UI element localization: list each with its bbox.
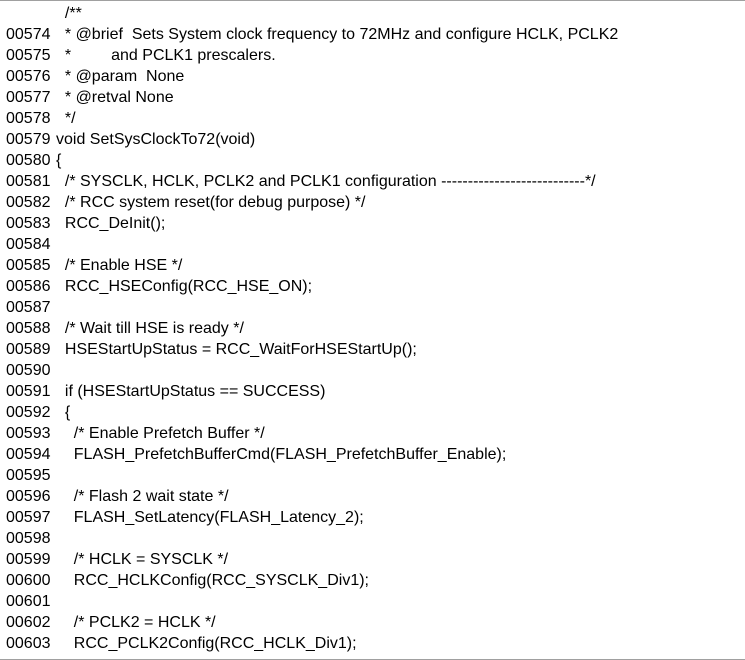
code-text: /* Flash 2 wait state */: [56, 488, 229, 505]
line-number: 00584: [6, 236, 51, 253]
code-line: 00602 /* PCLK2 = HCLK */: [0, 612, 745, 633]
code-line: 00597 FLASH_SetLatency(FLASH_Latency_2);: [0, 507, 745, 528]
code-line: /**: [0, 3, 745, 24]
code-line: 00584: [0, 234, 745, 255]
code-text: * @retval None: [56, 89, 174, 106]
line-number: 00595: [6, 467, 51, 484]
code-text: */: [56, 110, 76, 127]
code-line: 00585 /* Enable HSE */: [0, 255, 745, 276]
line-number: 00585: [6, 257, 51, 274]
line-number: 00587: [6, 299, 51, 316]
code-line: 00596 /* Flash 2 wait state */: [0, 486, 745, 507]
code-line: 00592 {: [0, 402, 745, 423]
line-number: 00582: [6, 194, 51, 211]
code-text: [56, 234, 745, 255]
code-text: {: [56, 404, 71, 421]
code-text: /* SYSCLK, HCLK, PCLK2 and PCLK1 configu…: [56, 173, 596, 190]
code-text: RCC_HSEConfig(RCC_HSE_ON);: [56, 278, 313, 295]
code-line: 00582 /* RCC system reset(for debug purp…: [0, 192, 745, 213]
line-number: 00586: [6, 278, 51, 295]
line-number: 00588: [6, 320, 51, 337]
code-text: [56, 591, 745, 612]
code-line: 00595: [0, 465, 745, 486]
code-text: if (HSEStartUpStatus == SUCCESS): [56, 383, 326, 400]
code-line: 00588 /* Wait till HSE is ready */: [0, 318, 745, 339]
code-line: 00575 * and PCLK1 prescalers.: [0, 45, 745, 66]
code-line: 00600 RCC_HCLKConfig(RCC_SYSCLK_Div1);: [0, 570, 745, 591]
code-text: [56, 360, 745, 381]
code-text: * and PCLK1 prescalers.: [56, 47, 276, 64]
line-number: 00580: [6, 152, 51, 169]
line-number: 00576: [6, 68, 51, 85]
line-number: 00574: [6, 26, 51, 43]
code-line: 00598: [0, 528, 745, 549]
code-lines: /** 00574 * @brief Sets System clock freq…: [0, 3, 745, 654]
line-number: 00578: [6, 110, 51, 127]
code-text: {: [56, 152, 62, 169]
code-line: 00593 /* Enable Prefetch Buffer */: [0, 423, 745, 444]
code-text: /* Wait till HSE is ready */: [56, 320, 244, 337]
code-line: 00599 /* HCLK = SYSCLK */: [0, 549, 745, 570]
code-text: FLASH_PrefetchBufferCmd(FLASH_PrefetchBu…: [56, 446, 507, 463]
line-number: 00598: [6, 530, 51, 547]
code-text: [56, 297, 745, 318]
code-line: 00589 HSEStartUpStatus = RCC_WaitForHSES…: [0, 339, 745, 360]
code-text: * @brief Sets System clock frequency to …: [56, 26, 619, 43]
line-number: 00600: [6, 572, 51, 589]
line-number: [0, 3, 56, 24]
code-text: [56, 465, 745, 486]
code-line: 00587: [0, 297, 745, 318]
code-text: /* PCLK2 = HCLK */: [56, 614, 216, 631]
line-number: 00601: [6, 593, 51, 610]
line-number: 00577: [6, 89, 51, 106]
code-text: /* RCC system reset(for debug purpose) *…: [56, 194, 366, 211]
code-text: RCC_PCLK2Config(RCC_HCLK_Div1);: [56, 635, 357, 652]
code-text: /* Enable Prefetch Buffer */: [56, 425, 265, 442]
line-number: 00596: [6, 488, 51, 505]
code-text: /* Enable HSE */: [56, 257, 183, 274]
code-line: 00590: [0, 360, 745, 381]
line-number: 00593: [6, 425, 51, 442]
line-number: 00594: [6, 446, 51, 463]
code-line: 00578 */: [0, 108, 745, 129]
code-line: 00586 RCC_HSEConfig(RCC_HSE_ON);: [0, 276, 745, 297]
line-number: 00590: [6, 362, 51, 379]
code-line: 00583 RCC_DeInit();: [0, 213, 745, 234]
line-number: 00591: [6, 383, 51, 400]
code-line: 00603 RCC_PCLK2Config(RCC_HCLK_Div1);: [0, 633, 745, 654]
line-number: 00579: [6, 131, 51, 148]
code-text: /**: [56, 5, 82, 22]
code-line: 00574 * @brief Sets System clock frequen…: [0, 24, 745, 45]
code-text: void SetSysClockTo72(void): [56, 131, 256, 148]
line-number: 00592: [6, 404, 51, 421]
line-number: 00589: [6, 341, 51, 358]
line-number: 00581: [6, 173, 51, 190]
code-text: RCC_DeInit();: [56, 215, 166, 232]
line-number: 00575: [6, 47, 51, 64]
code-line: 00591 if (HSEStartUpStatus == SUCCESS): [0, 381, 745, 402]
code-line: 00601: [0, 591, 745, 612]
code-text: * @param None: [56, 68, 185, 85]
code-line: 00594 FLASH_PrefetchBufferCmd(FLASH_Pref…: [0, 444, 745, 465]
code-line: 00576 * @param None: [0, 66, 745, 87]
code-text: /* HCLK = SYSCLK */: [56, 551, 229, 568]
code-text: RCC_HCLKConfig(RCC_SYSCLK_Div1);: [56, 572, 369, 589]
code-text: HSEStartUpStatus = RCC_WaitForHSEStartUp…: [56, 341, 417, 358]
line-number: 00597: [6, 509, 51, 526]
line-number: 00603: [6, 635, 51, 652]
code-line: 00580 {: [0, 150, 745, 171]
code-text: FLASH_SetLatency(FLASH_Latency_2);: [56, 509, 364, 526]
code-line: 00579 void SetSysClockTo72(void): [0, 129, 745, 150]
line-number: 00599: [6, 551, 51, 568]
code-line: 00581 /* SYSCLK, HCLK, PCLK2 and PCLK1 c…: [0, 171, 745, 192]
line-number: 00583: [6, 215, 51, 232]
code-line: 00577 * @retval None: [0, 87, 745, 108]
code-text: [56, 528, 745, 549]
line-number: 00602: [6, 614, 51, 631]
